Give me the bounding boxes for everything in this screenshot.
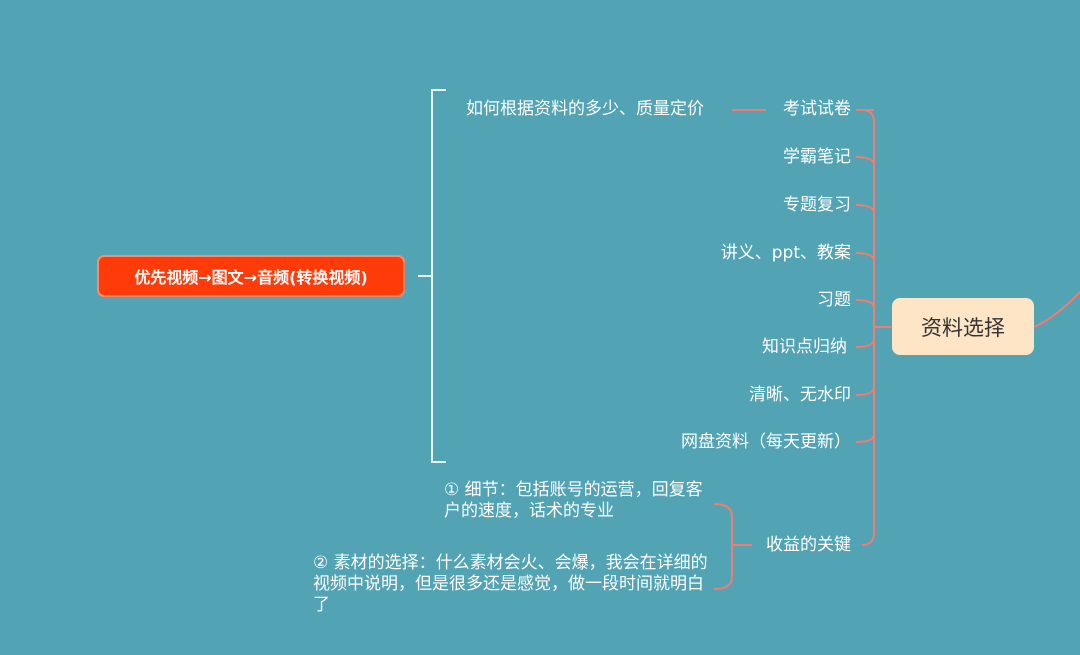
pricing-note-node[interactable]: 如何根据资料的多少、质量定价 <box>466 98 704 120</box>
branch-exercises[interactable]: 习题 <box>817 289 851 311</box>
branch-label: 知识点归纳 <box>762 337 847 357</box>
hub-node-label: 资料选择 <box>921 315 1005 340</box>
branch-label: 网盘资料（每天更新） <box>681 432 851 452</box>
tick-clear-no-watermark <box>855 386 875 396</box>
hub-node[interactable]: 资料选择 <box>892 298 1034 355</box>
branch-label: 专题复习 <box>783 195 851 215</box>
branch-label: 考试试卷 <box>783 99 851 119</box>
branch-label: 学霸笔记 <box>783 147 851 167</box>
tick-cloud-drive <box>855 433 875 443</box>
key-point-label: ① 细节：包括账号的运营，回复客户的速度，话术的专业 <box>444 480 703 521</box>
branch-label: 讲义、ppt、教案 <box>720 243 851 263</box>
branch-topic-review[interactable]: 专题复习 <box>783 194 851 216</box>
key-points-bracket <box>713 503 752 590</box>
key-point-label: ② 素材的选择：什么素材会火、会爆，我会在详细的视频中说明，但是很多还是感觉，做… <box>313 553 708 615</box>
tick-topic-review <box>855 204 875 214</box>
branch-label: 清晰、无水印 <box>749 385 851 405</box>
root-node-label: 优先视频→图文→音频(转换视频) <box>134 268 368 287</box>
tick-exercises <box>855 299 875 309</box>
hub-spine <box>861 109 875 546</box>
key-point-details[interactable]: ① 细节：包括账号的运营，回复客户的速度，话术的专业 <box>444 480 706 522</box>
branch-handouts[interactable]: 讲义、ppt、教案 <box>721 242 851 264</box>
branch-clear-no-watermark[interactable]: 清晰、无水印 <box>749 384 851 406</box>
tick-handouts <box>855 252 875 262</box>
tick-knowledge-summary <box>855 338 875 348</box>
tick-top-notes <box>855 156 875 166</box>
branch-knowledge-summary[interactable]: 知识点归纳 <box>762 336 847 358</box>
pricing-note-label: 如何根据资料的多少、质量定价 <box>466 99 704 119</box>
hub-outgoing-link <box>1033 291 1080 328</box>
branch-cloud-drive[interactable]: 网盘资料（每天更新） <box>681 431 851 453</box>
root-node[interactable]: 优先视频→图文→音频(转换视频) <box>97 255 405 297</box>
branch-label: 习题 <box>817 290 851 310</box>
branch-revenue-key[interactable]: 收益的关键 <box>766 534 851 556</box>
branch-exam-papers[interactable]: 考试试卷 <box>783 98 851 120</box>
branch-group-bracket <box>418 89 446 463</box>
key-point-material[interactable]: ② 素材的选择：什么素材会火、会爆，我会在详细的视频中说明，但是很多还是感觉，做… <box>313 553 713 616</box>
branch-top-notes[interactable]: 学霸笔记 <box>783 146 851 168</box>
branch-label: 收益的关键 <box>766 535 851 555</box>
